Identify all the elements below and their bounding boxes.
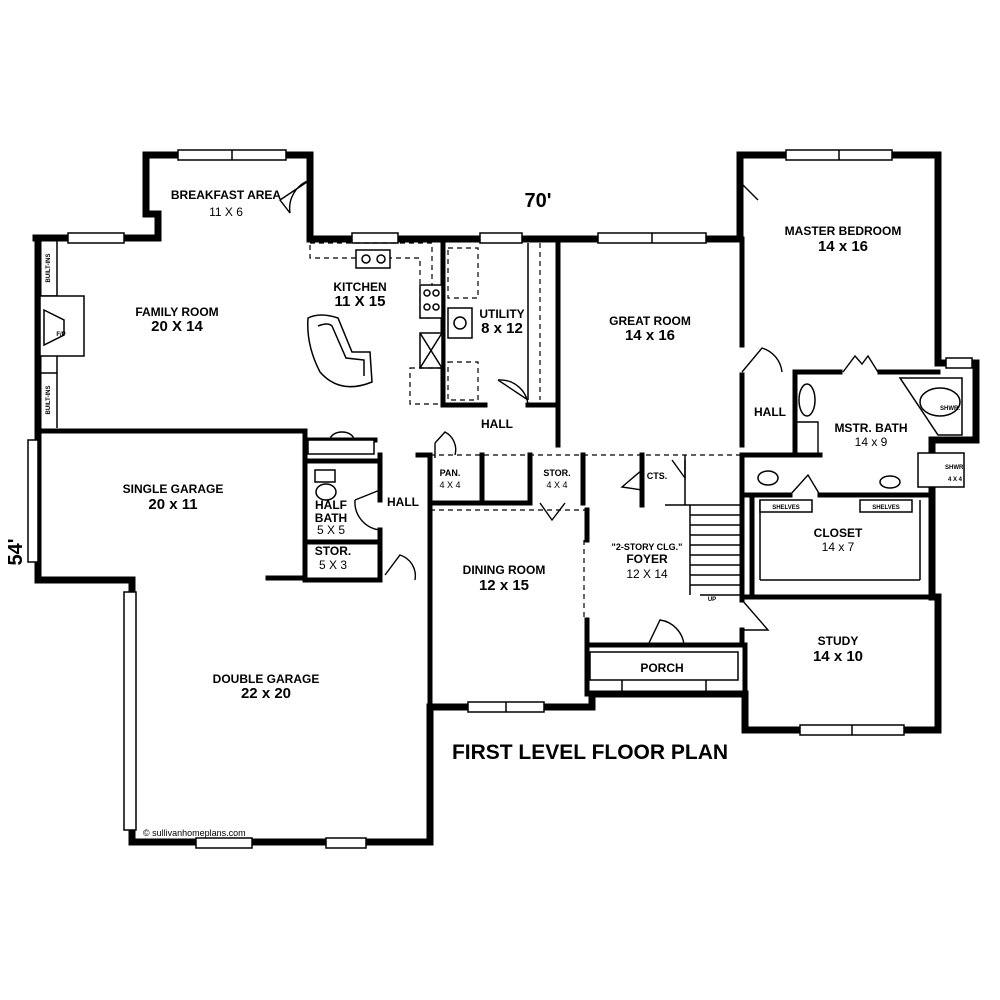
porch-name: PORCH — [640, 661, 683, 675]
plan-title: FIRST LEVEL FLOOR PLAN — [452, 741, 728, 764]
credit-text: © sullivanhomeplans.com — [143, 828, 246, 838]
master-bedroom-name: MASTER BEDROOM — [785, 224, 902, 238]
master-bedroom-dims: 14 x 16 — [818, 238, 868, 255]
master-bath-name: MSTR. BATH — [834, 421, 907, 435]
shower-label: SHWR. — [945, 465, 965, 471]
interior-walls — [35, 152, 941, 733]
cts-label: CTS. — [647, 471, 668, 481]
single-garage-dims: 20 x 11 — [148, 496, 197, 513]
doors — [278, 179, 879, 646]
hall-center-label: HALL — [481, 417, 513, 431]
pan-name: PAN. — [440, 468, 461, 478]
family-room-dims: 20 X 14 — [151, 318, 203, 335]
hall-right-label: HALL — [754, 405, 786, 419]
builtins-bottom-label: BUILT-INS — [46, 386, 52, 415]
tub-shower-label: SHWR. — [940, 406, 960, 412]
hall-left-label: HALL — [387, 495, 419, 509]
builtins-top-label: BUILT-INS — [46, 254, 52, 283]
pan-dims: 4 X 4 — [439, 480, 460, 490]
shelves-left-label: SHELVES — [772, 505, 800, 511]
double-garage-name: DOUBLE GARAGE — [213, 672, 320, 686]
great-room-dims: 14 x 16 — [625, 327, 675, 344]
dining-room-name: DINING ROOM — [463, 563, 546, 577]
stor-b-dims: 4 X 4 — [546, 480, 567, 490]
stor-b-name: STOR. — [543, 468, 570, 478]
utility-name: UTILITY — [479, 307, 524, 321]
shelves-right-label: SHELVES — [872, 505, 900, 511]
dining-room-dims: 12 x 15 — [479, 577, 529, 594]
closet-dims: 14 x 7 — [822, 540, 855, 554]
breakfast-name: BREAKFAST AREA — [171, 188, 282, 202]
half-bath-name-2: BATH — [315, 511, 347, 525]
half-bath-dims: 5 X 5 — [317, 523, 345, 537]
shower-dims-label: 4 X 4 — [948, 477, 963, 483]
plan-annotations: 70' 54' FIRST LEVEL FLOOR PLAN © sulliva… — [5, 190, 728, 838]
single-garage-name: SINGLE GARAGE — [123, 482, 224, 496]
fireplace-label: F/P — [56, 332, 65, 338]
study-dims: 14 x 10 — [813, 648, 863, 665]
stor-a-dims: 5 X 3 — [319, 558, 347, 572]
misc-labels: HALL HALL HALL CTS. UP F/P SHELVES SHELV… — [46, 254, 965, 603]
kitchen-name: KITCHEN — [333, 280, 386, 294]
stor-a-name: STOR. — [315, 544, 351, 558]
depth-dimension: 54' — [5, 538, 27, 565]
great-room-name: GREAT ROOM — [609, 314, 691, 328]
room-labels: BREAKFAST AREA 11 X 6 KITCHEN 11 X 15 FA… — [123, 188, 908, 702]
up-label: UP — [708, 597, 716, 603]
width-dimension: 70' — [524, 190, 551, 212]
double-garage-dims: 22 x 20 — [241, 685, 291, 702]
half-bath-name-1: HALF — [315, 498, 347, 512]
foyer-dims: 12 X 14 — [626, 567, 668, 581]
kitchen-dims: 11 X 15 — [335, 293, 386, 310]
foyer-note: "2-STORY CLG." — [612, 542, 683, 552]
foyer-name: FOYER — [626, 552, 668, 566]
closet-name: CLOSET — [814, 526, 863, 540]
master-bath-dims: 14 x 9 — [855, 435, 888, 449]
study-name: STUDY — [818, 634, 859, 648]
windows — [27, 149, 973, 849]
fixtures — [39, 242, 965, 596]
family-room-name: FAMILY ROOM — [135, 305, 218, 319]
breakfast-dims: 11 X 6 — [209, 205, 243, 219]
utility-dims: 8 x 12 — [481, 320, 523, 337]
